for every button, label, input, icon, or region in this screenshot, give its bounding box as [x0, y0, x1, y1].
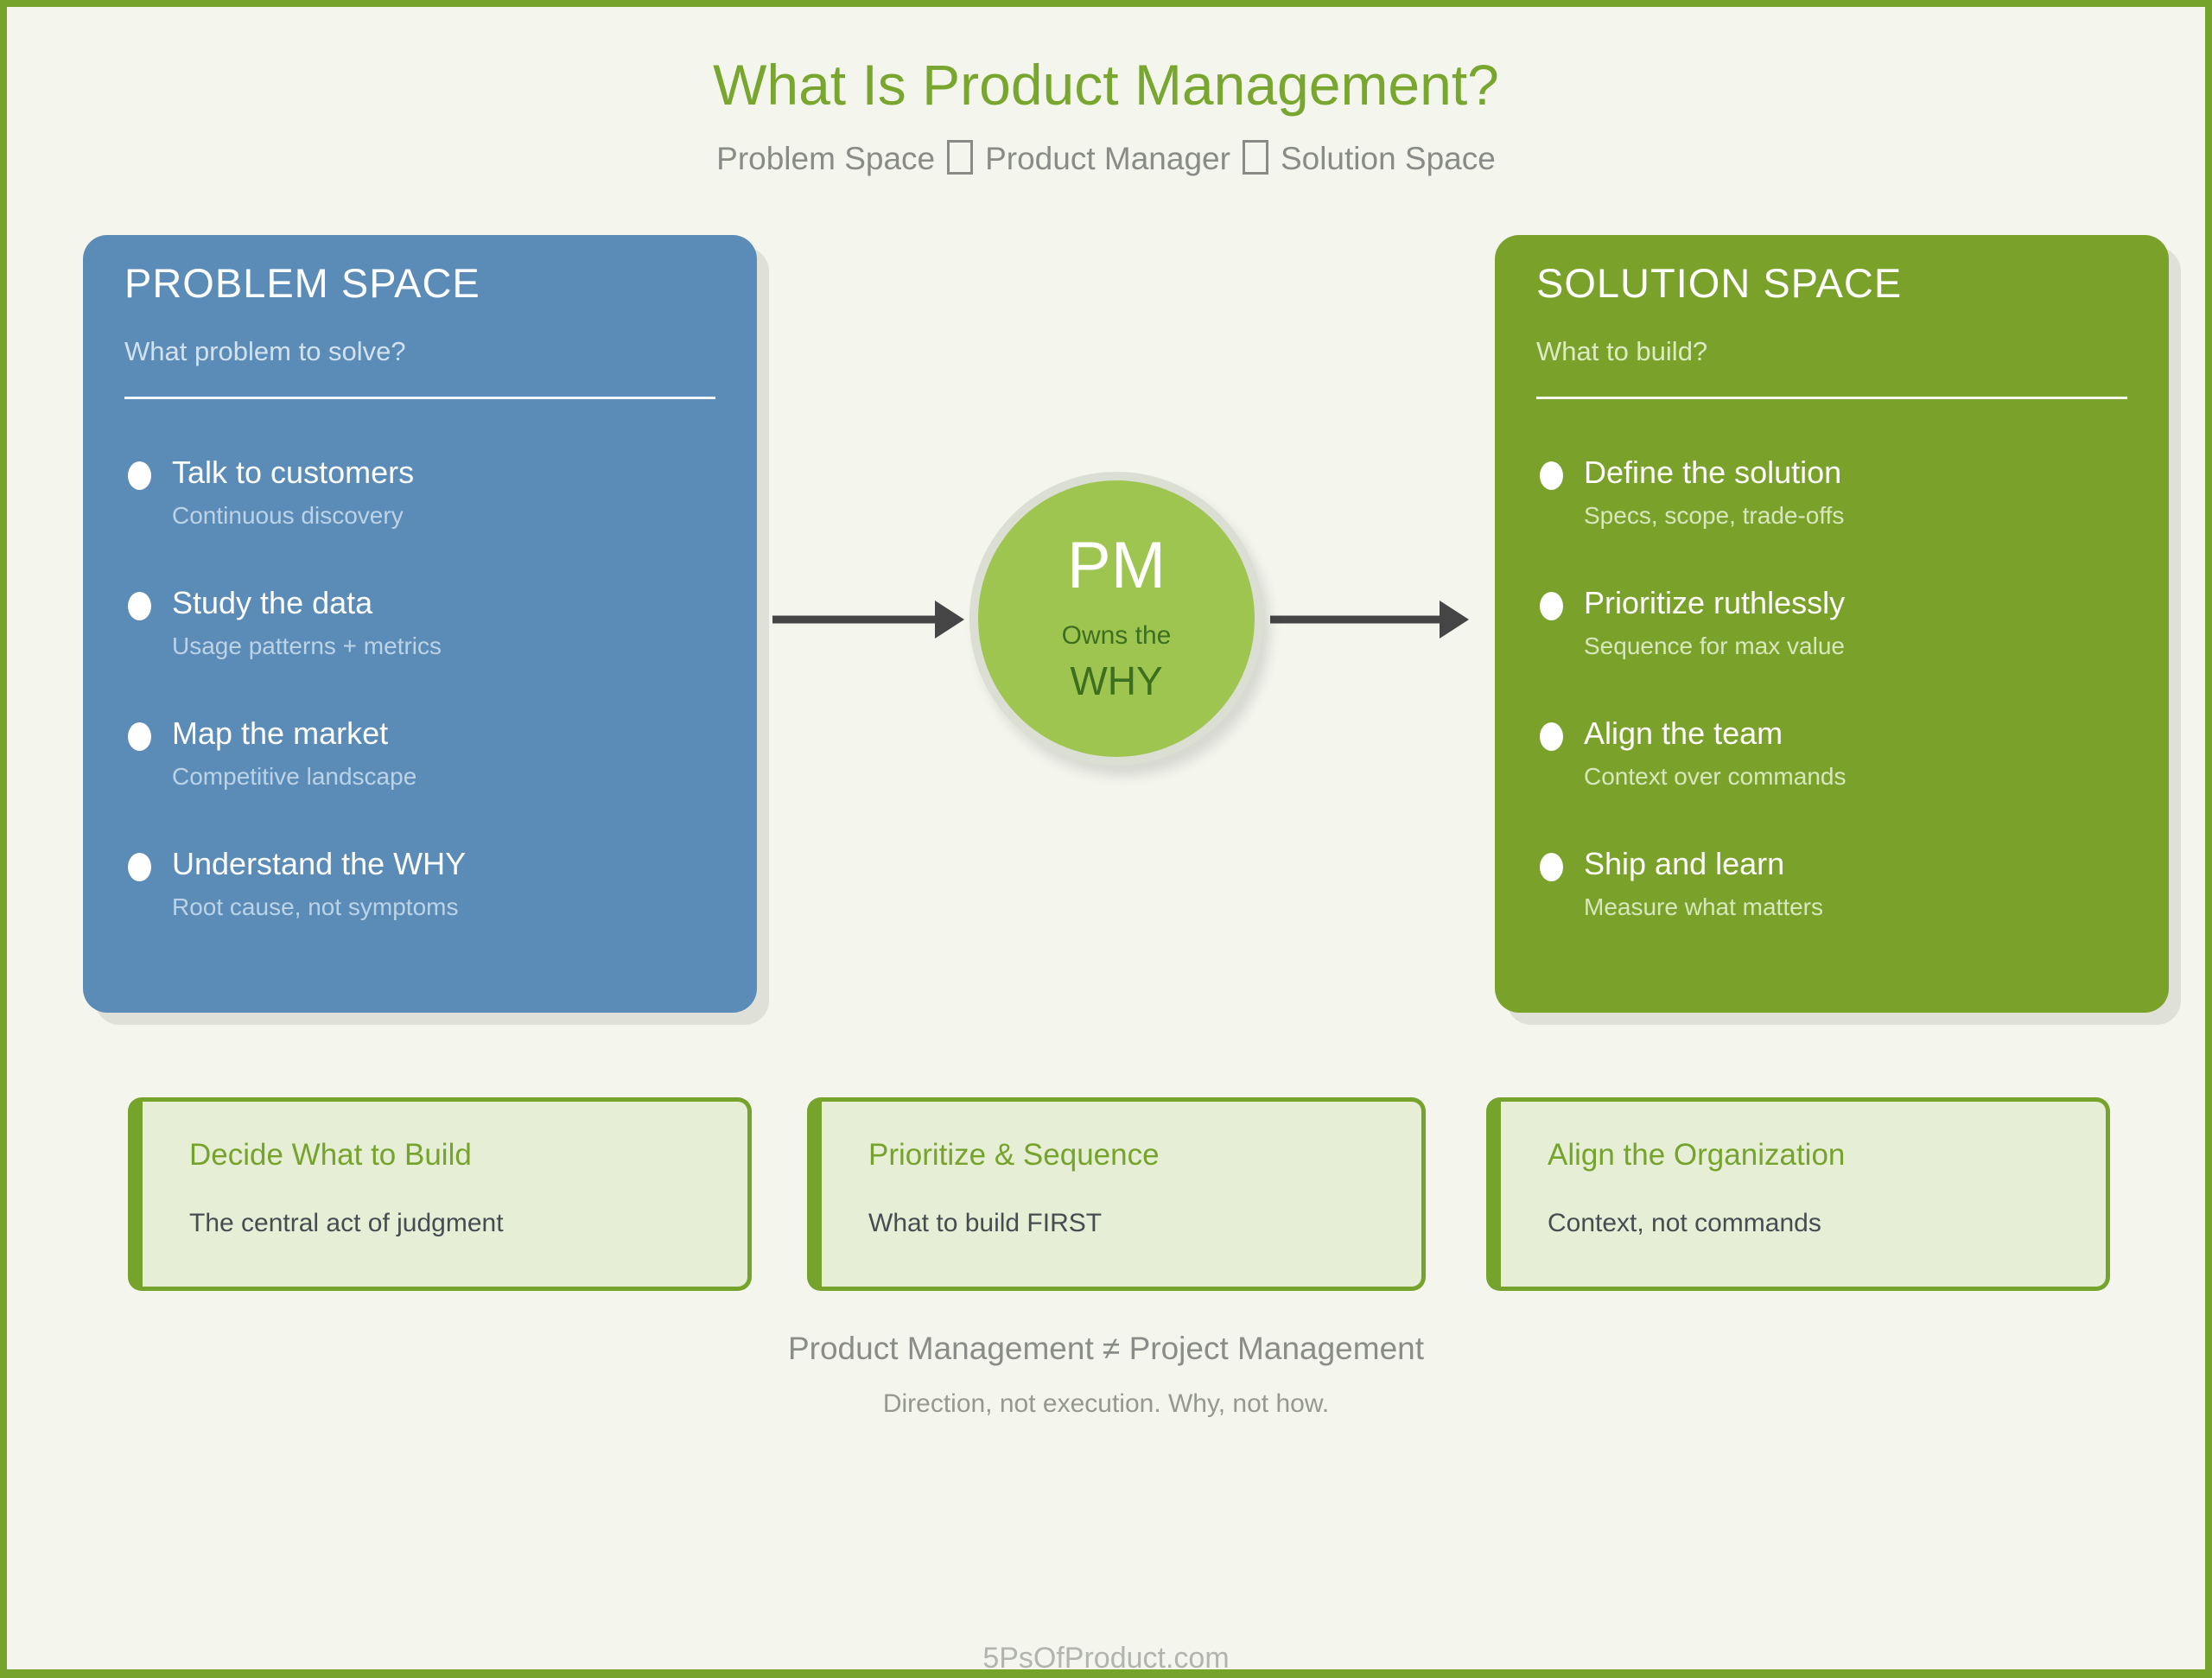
list-item: Understand the WHY Root cause, not sympt… [124, 846, 715, 921]
footer-substatement: Direction, not execution. Why, not how. [882, 1389, 1330, 1418]
bullet-icon [1540, 461, 1563, 490]
footer-statement: Product Management ≠ Project Management [787, 1331, 1425, 1366]
arrow-shaft [1270, 615, 1445, 624]
list-item: Study the data Usage patterns + metrics [124, 585, 715, 660]
list-item-title: Map the market [172, 715, 389, 751]
subtitle-problem-space: Problem Space [716, 141, 936, 176]
pm-owns-the: Owns the [1061, 621, 1172, 650]
card-title: Prioritize & Sequence [868, 1138, 1160, 1172]
arrow-problem-to-pm-icon [772, 600, 964, 639]
list-item-text: Map the market Competitive landscape [172, 715, 416, 791]
arrow-head [1440, 601, 1469, 639]
pm-circle: PM Owns the WHY [969, 472, 1263, 766]
list-item: Ship and learn Measure what matters [1536, 846, 2127, 921]
pm-label: PM [1067, 529, 1166, 602]
arrow-shaft [772, 615, 940, 624]
list-item-title: Understand the WHY [172, 846, 467, 881]
card-decide-what-to-build: Decide What to Build The central act of … [128, 1097, 752, 1291]
list-item-desc: Context over commands [1584, 763, 1847, 790]
list-item-title: Define the solution [1584, 454, 1842, 490]
card-prioritize-sequence: Prioritize & Sequence What to build FIRS… [807, 1097, 1426, 1291]
bullet-icon [128, 722, 151, 751]
pm-why: WHY [1070, 658, 1163, 703]
solution-space-question: What to build? [1536, 336, 1708, 366]
list-item: Talk to customers Continuous discovery [124, 454, 715, 530]
bullet-icon [1540, 722, 1563, 751]
list-item-desc: Measure what matters [1584, 893, 1823, 920]
bullet-icon [128, 853, 151, 881]
list-item-text: Define the solution Specs, scope, trade-… [1584, 454, 1844, 530]
divider [1536, 397, 2127, 399]
list-item-title: Talk to customers [172, 454, 415, 490]
card-desc: What to build FIRST [868, 1209, 1103, 1237]
list-item-text: Talk to customers Continuous discovery [172, 454, 414, 530]
problem-space-heading: PROBLEM SPACE [124, 260, 480, 306]
subtitle: Problem Space Product Manager Solution Spa… [7, 140, 2205, 177]
card-title: Align the Organization [1548, 1138, 1846, 1172]
bullet-icon [128, 461, 151, 490]
card-title: Decide What to Build [189, 1138, 472, 1172]
solution-space-panel: SOLUTION SPACE What to build? Define the… [1495, 235, 2169, 1013]
list-item-title: Align the team [1584, 715, 1783, 751]
arrow-head [935, 601, 964, 639]
bullet-icon [128, 592, 151, 620]
arrow-pm-to-solution-icon [1270, 600, 1469, 639]
page-title: What Is Product Management? [713, 53, 1499, 117]
card-desc: The central act of judgment [189, 1209, 504, 1237]
subtitle-solution-space: Solution Space [1280, 141, 1496, 176]
problem-space-question: What problem to solve? [124, 336, 406, 366]
problem-space-panel: PROBLEM SPACE What problem to solve? Tal… [83, 235, 757, 1013]
bullet-icon [1540, 592, 1563, 620]
bullet-icon [1540, 853, 1563, 881]
list-item-desc: Sequence for max value [1584, 632, 1845, 659]
divider [124, 397, 715, 399]
list-item-desc: Competitive landscape [172, 763, 417, 790]
list-item-text: Study the data Usage patterns + metrics [172, 585, 442, 660]
list-item-text: Understand the WHY Root cause, not sympt… [172, 846, 466, 921]
list-item-title: Prioritize ruthlessly [1584, 585, 1846, 620]
solution-space-heading: SOLUTION SPACE [1536, 260, 1903, 306]
missing-glyph-box-icon [1242, 140, 1268, 175]
list-item: Align the team Context over commands [1536, 715, 2127, 791]
list-item-desc: Continuous discovery [172, 502, 404, 529]
watermark: 5PsOfProduct.com [982, 1642, 1230, 1675]
list-item-desc: Usage patterns + metrics [172, 632, 442, 659]
list-item-title: Ship and learn [1584, 846, 1785, 881]
list-item-desc: Specs, scope, trade-offs [1584, 502, 1845, 529]
missing-glyph-box-icon [947, 140, 974, 175]
subtitle-product-manager: Product Manager [985, 141, 1230, 176]
card-align-the-organization: Align the Organization Context, not comm… [1486, 1097, 2110, 1291]
card-desc: Context, not commands [1548, 1209, 1821, 1237]
list-item-title: Study the data [172, 585, 373, 620]
list-item-text: Ship and learn Measure what matters [1584, 846, 1823, 921]
list-item: Define the solution Specs, scope, trade-… [1536, 454, 2127, 530]
list-item: Map the market Competitive landscape [124, 715, 715, 791]
list-item-text: Align the team Context over commands [1584, 715, 1846, 791]
list-item: Prioritize ruthlessly Sequence for max v… [1536, 585, 2127, 660]
list-item-desc: Root cause, not symptoms [172, 893, 459, 920]
list-item-text: Prioritize ruthlessly Sequence for max v… [1584, 585, 1845, 660]
